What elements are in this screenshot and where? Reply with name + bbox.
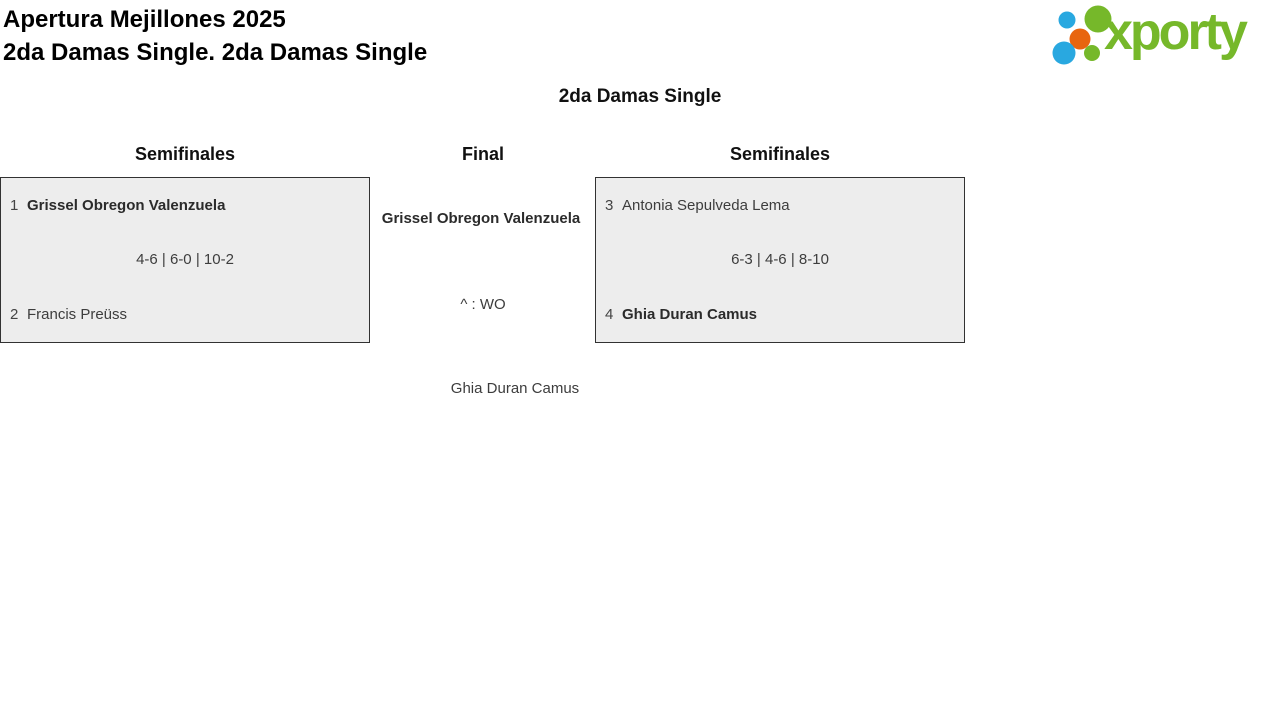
logo-dot-blue-large [1052, 41, 1076, 65]
logo-dot-green-small [1084, 45, 1100, 61]
logo-dot-orange [1069, 28, 1091, 50]
round-header-semifinals-left: Semifinales [134, 144, 236, 164]
xporty-logo[interactable]: xporty [1048, 4, 1278, 70]
player-seed: 4 [605, 306, 614, 323]
final-score: ^ : WO [460, 296, 506, 313]
round-header-final: Final [461, 144, 504, 164]
player-seed: 2 [10, 306, 19, 323]
logo-dots-icon [1052, 5, 1112, 65]
logo-dot-green-large [1084, 5, 1112, 33]
final-player-bottom: Ghia Duran Camus [450, 380, 580, 397]
bracket-title: 2da Damas Single [558, 86, 722, 107]
player-name: Antonia Sepulveda Lema [622, 197, 790, 214]
player-slot: 1 Grissel Obregon Valenzuela [10, 196, 360, 215]
player-name: Francis Preüss [27, 306, 128, 323]
final-player-top: Grissel Obregon Valenzuela [381, 210, 581, 227]
player-name: Grissel Obregon Valenzuela [27, 197, 226, 214]
player-slot: 3 Antonia Sepulveda Lema [605, 196, 955, 215]
round-header-semifinals-right: Semifinales [729, 144, 831, 164]
match-semifinal-left[interactable]: 1 Grissel Obregon Valenzuela 4-6 | 6-0 |… [0, 177, 370, 343]
logo-wordmark: xporty [1104, 3, 1248, 61]
match-score: 4-6 | 6-0 | 10-2 [136, 251, 234, 268]
player-name: Ghia Duran Camus [622, 306, 758, 323]
category-subtitle: 2da Damas Single. 2da Damas Single [3, 39, 428, 66]
logo-dot-blue-small [1058, 11, 1076, 29]
player-seed: 3 [605, 197, 614, 214]
page-header: Apertura Mejillones 2025 2da Damas Singl… [3, 3, 427, 69]
player-slot: 2 Francis Preüss [10, 305, 360, 324]
match-score: 6-3 | 4-6 | 8-10 [731, 251, 829, 268]
player-seed: 1 [10, 197, 19, 214]
tournament-title: Apertura Mejillones 2025 [3, 6, 286, 33]
player-slot: 4 Ghia Duran Camus [605, 305, 955, 324]
match-semifinal-right[interactable]: 3 Antonia Sepulveda Lema 6-3 | 4-6 | 8-1… [595, 177, 965, 343]
